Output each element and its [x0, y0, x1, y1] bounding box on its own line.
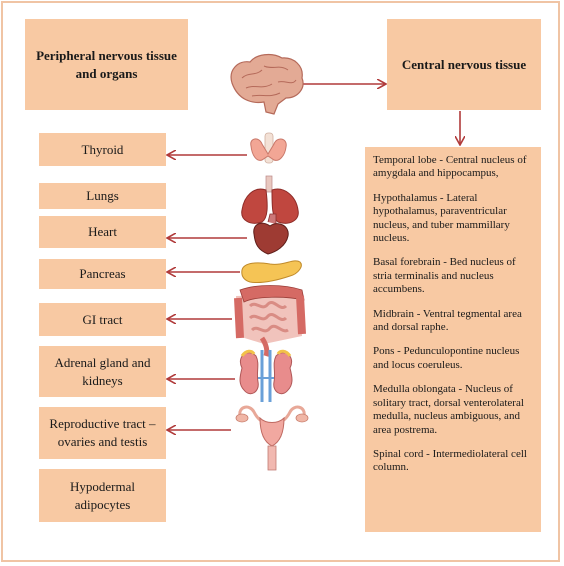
gi-tract-icon — [234, 285, 306, 357]
organ-label: Adrenal gland and kidneys — [54, 354, 151, 388]
organ-label: Heart — [88, 224, 117, 240]
thyroid-icon — [250, 132, 287, 164]
region-item: Hypothalamus - Lateral hypothalamus, par… — [373, 191, 510, 245]
heart-icon — [253, 213, 289, 255]
organ-box-reproductive: Reproductive tract – ovaries and testis — [39, 407, 166, 459]
organ-box-heart: Heart — [39, 216, 166, 248]
peripheral-header: Peripheral nervous tissue and organs — [25, 19, 188, 110]
region-item: Midbrain - Ventral tegmental area and do… — [373, 307, 522, 334]
peripheral-header-text: Peripheral nervous tissue and organs — [36, 47, 177, 81]
organ-box-gi-tract: GI tract — [39, 303, 166, 336]
region-item: Pons - Pedunculopontine nucleus and locu… — [373, 345, 520, 371]
organ-label: Hypodermal adipocytes — [70, 478, 135, 512]
organ-box-thyroid: Thyroid — [39, 133, 166, 166]
reproductive-icon — [235, 405, 309, 471]
organ-label: Lungs — [86, 188, 119, 204]
lungs-icon — [241, 175, 299, 224]
kidneys-icon — [239, 349, 293, 402]
central-header-text: Central nervous tissue — [401, 56, 527, 72]
region-item: Basal forebrain - Bed nucleus of stria t… — [373, 256, 516, 296]
organ-label: GI tract — [82, 311, 123, 327]
pancreas-icon — [241, 260, 302, 283]
region-item: Spinal cord - Intermediolateral cell col… — [373, 447, 527, 474]
central-regions-list: Temporal lobe - Central nucleus of amygd… — [365, 147, 541, 532]
brain-icon — [230, 53, 304, 115]
organ-box-adipocytes: Hypodermal adipocytes — [39, 469, 166, 522]
organ-box-adrenal-kidneys: Adrenal gland and kidneys — [39, 346, 166, 397]
organ-label: Reproductive tract – ovaries and testis — [49, 416, 156, 449]
central-header: Central nervous tissue — [387, 19, 541, 110]
region-item: Medulla oblongata - Nucleus of solitary … — [373, 383, 524, 436]
region-item: Temporal lobe - Central nucleus of amygd… — [373, 154, 527, 180]
organ-box-lungs: Lungs — [39, 183, 166, 209]
connector-arrows — [168, 84, 460, 430]
organ-label: Pancreas — [79, 266, 126, 282]
organ-label: Thyroid — [81, 141, 124, 157]
organ-box-pancreas: Pancreas — [39, 259, 166, 289]
